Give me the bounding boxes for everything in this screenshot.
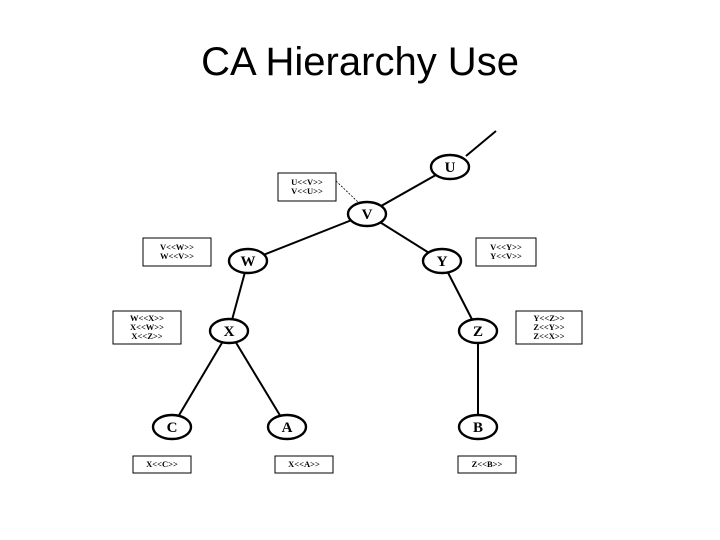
node-label: C: [167, 420, 178, 436]
node-label: A: [282, 420, 293, 436]
cert-entry: X<<C>>: [146, 459, 178, 469]
node-ellipse: [457, 413, 499, 441]
node-u: U: [429, 153, 471, 181]
cert-entry: Z<<X>>: [533, 331, 564, 341]
cert-box-y: V<<Y>>Y<<V>>: [475, 237, 537, 267]
node-label: U: [445, 160, 456, 176]
cert-box-x: W<<X>>X<<W>>X<<Z>>: [112, 310, 182, 345]
node-y: Y: [421, 247, 463, 275]
cert-box-z: Y<<Z>>Z<<Y>>Z<<X>>: [515, 310, 583, 345]
cert-entry: V<<U>>: [291, 186, 323, 196]
cert-entry: X<<Z>>: [131, 331, 162, 341]
node-ellipse: [346, 200, 388, 228]
edge-x-a: [228, 330, 288, 428]
cert-entry: X<<A>>: [288, 459, 320, 469]
cert-box-b: Z<<B>>: [457, 455, 517, 474]
node-b: B: [457, 413, 499, 441]
cert-entry: Z<<Y>>: [533, 322, 564, 332]
cert-box-a: X<<A>>: [274, 455, 334, 474]
node-x: X: [208, 317, 250, 345]
cert-box-frame: [475, 237, 537, 267]
cert-box-w: V<<W>>W<<V>>: [142, 237, 212, 267]
node-ellipse: [227, 247, 269, 275]
slide-title: CA Hierarchy Use: [201, 40, 519, 84]
cert-box-frame: [457, 455, 517, 474]
cert-box-frame: [132, 455, 192, 474]
cert-entry: V<<W>>: [160, 242, 194, 252]
certificate-boxes-layer: U<<V>>V<<U>> V<<W>>W<<V>> V<<Y>>Y<<V>> W<<X…: [112, 172, 583, 474]
node-w: W: [227, 247, 269, 275]
cert-box-frame: [112, 310, 182, 345]
cert-box-frame: [274, 455, 334, 474]
cert-entry: W<<V>>: [160, 251, 194, 261]
node-label: W: [241, 254, 256, 270]
cert-box-u: U<<V>>V<<U>>: [277, 172, 337, 202]
node-ellipse: [266, 413, 308, 441]
node-ellipse: [151, 413, 193, 441]
node-ellipse: [421, 247, 463, 275]
cert-entry: Y<<Z>>: [533, 313, 564, 323]
cert-box-frame: [277, 172, 337, 202]
node-label: Z: [473, 324, 483, 340]
node-label: B: [473, 420, 483, 436]
edge-v-w: [247, 213, 368, 262]
cert-entry: V<<Y>>: [490, 242, 522, 252]
cert-entry: X<<W>>: [130, 322, 164, 332]
cert-box-c: X<<C>>: [132, 455, 192, 474]
edge-x-c: [171, 330, 230, 428]
cert-entry: Z<<B>>: [472, 459, 503, 469]
cert-entry: Y<<V>>: [490, 251, 522, 261]
leader-line-u: [335, 180, 360, 204]
cert-entry: U<<V>>: [291, 177, 323, 187]
root-extension-line: [465, 130, 497, 157]
node-z: Z: [457, 317, 499, 345]
cert-box-frame: [515, 310, 583, 345]
node-a: A: [266, 413, 308, 441]
node-label: Y: [437, 254, 448, 270]
node-label: V: [362, 207, 373, 223]
cert-box-frame: [142, 237, 212, 267]
node-v: V: [346, 200, 388, 228]
cert-entry: W<<X>>: [130, 313, 164, 323]
node-c: C: [151, 413, 193, 441]
node-ellipse: [429, 153, 471, 181]
node-ellipse: [208, 317, 250, 345]
node-ellipse: [457, 317, 499, 345]
nodes-layer: U V W Y X Z C A B: [151, 153, 499, 441]
node-label: X: [224, 324, 235, 340]
leader-lines-layer: [335, 180, 360, 204]
